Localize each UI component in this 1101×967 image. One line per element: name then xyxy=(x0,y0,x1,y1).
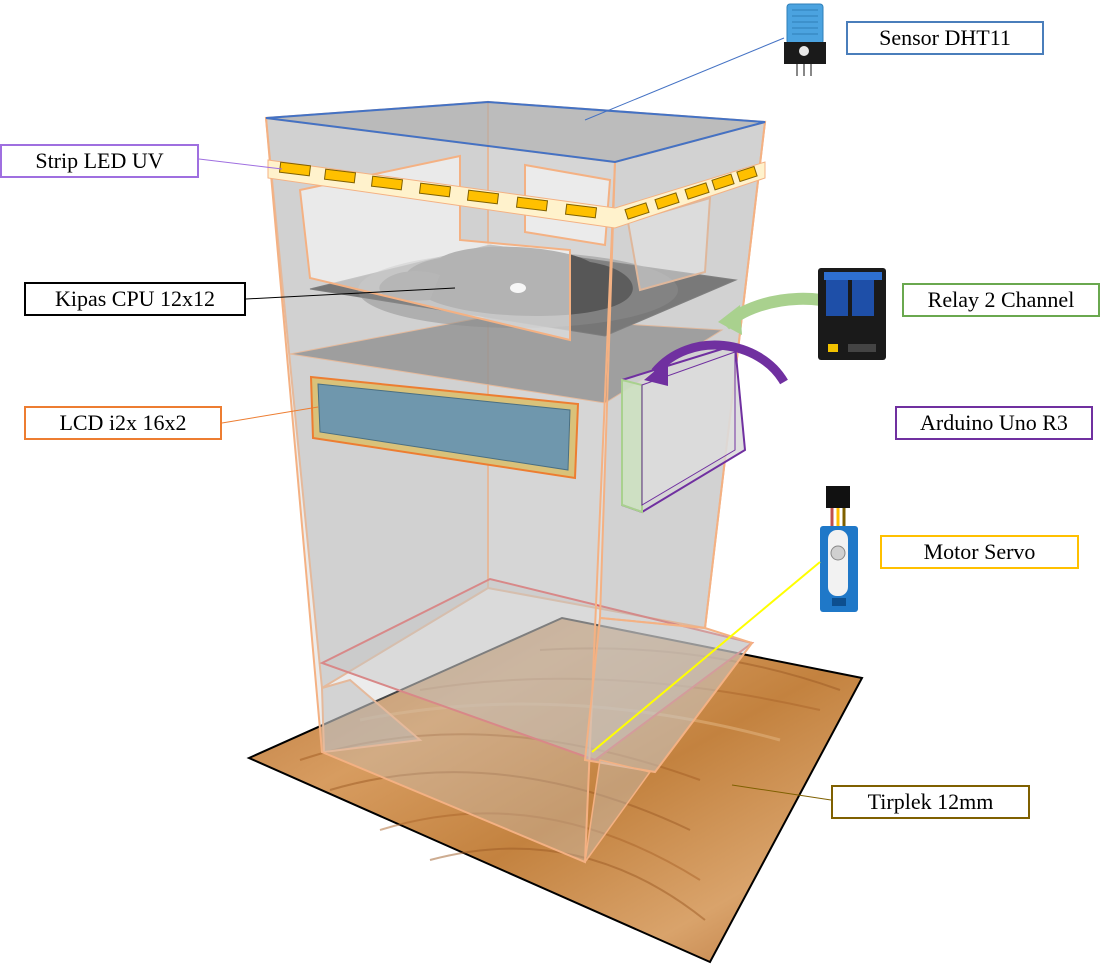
uv-led-strip xyxy=(267,159,766,229)
label-relay-2-channel: Relay 2 Channel xyxy=(902,283,1100,317)
label-arduino-uno: Arduino Uno R3 xyxy=(895,406,1093,440)
label-motor-servo: Motor Servo xyxy=(880,535,1079,569)
middle-divider xyxy=(289,315,724,404)
plywood-base xyxy=(246,616,864,964)
leader-lines xyxy=(198,37,832,801)
label-lcd: LCD i2x 16x2 xyxy=(24,406,222,440)
arduino-arrow xyxy=(644,340,788,386)
relay-module-icon xyxy=(818,268,886,360)
label-sensor-dht11: Sensor DHT11 xyxy=(846,21,1044,55)
dht11-sensor-icon xyxy=(784,3,826,76)
label-kipas-cpu: Kipas CPU 12x12 xyxy=(24,282,246,316)
arduino-box xyxy=(621,343,747,514)
label-tirplek: Tirplek 12mm xyxy=(831,785,1030,819)
top-lid xyxy=(265,100,766,164)
servo-motor-icon xyxy=(820,486,858,612)
lcd-display xyxy=(309,375,580,480)
label-strip-led-uv: Strip LED UV xyxy=(0,144,199,178)
